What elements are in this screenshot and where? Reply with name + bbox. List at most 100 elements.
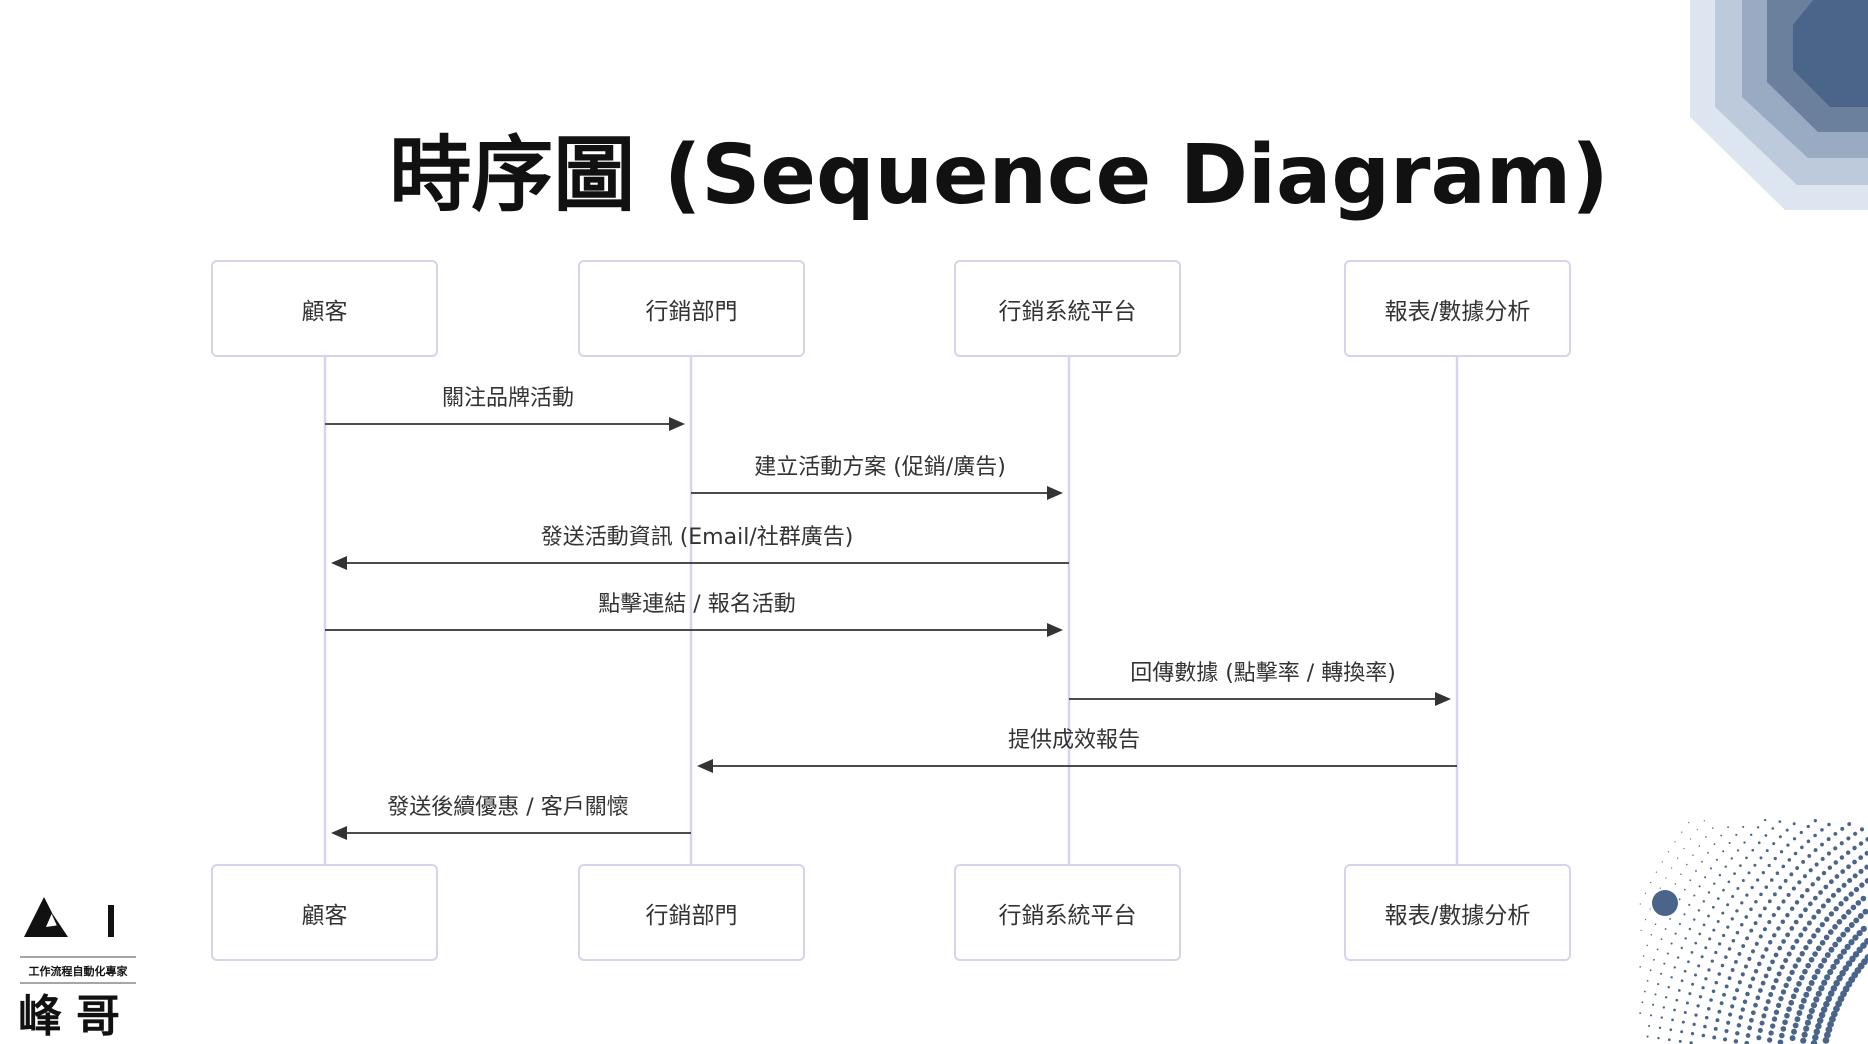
halftone-dot [1639, 1012, 1642, 1015]
halftone-dot [1816, 909, 1822, 915]
halftone-dot [1859, 882, 1865, 888]
halftone-dot [1688, 992, 1692, 996]
svg-text:工作流程自動化專家: 工作流程自動化專家 [29, 964, 129, 978]
halftone-dot [1814, 862, 1819, 867]
halftone-dot [1858, 855, 1864, 860]
halftone-dot [1726, 903, 1730, 907]
halftone-dot [1700, 955, 1704, 959]
halftone-dot [1711, 905, 1715, 909]
halftone-dot [1779, 1032, 1785, 1039]
halftone-dot [1815, 990, 1822, 997]
actor-box-bottom: 行銷系統平台 [954, 864, 1181, 961]
halftone-dot [1754, 899, 1758, 904]
halftone-dot [1813, 819, 1817, 823]
halftone-dot [1721, 911, 1725, 915]
halftone-dot [1846, 836, 1851, 841]
halftone-dot [1805, 887, 1810, 893]
halftone-dot [1803, 907, 1808, 913]
halftone-dot [1864, 954, 1868, 961]
halftone-dot [1673, 908, 1676, 910]
halftone-dot [1828, 946, 1835, 953]
halftone-dot [1824, 952, 1831, 958]
halftone-dot [1783, 982, 1789, 989]
halftone-dot [1751, 848, 1755, 852]
halftone-dot [1816, 1017, 1824, 1024]
halftone-dot [1664, 903, 1666, 905]
halftone-dot [1644, 918, 1647, 921]
halftone-dot [1788, 999, 1795, 1006]
actor-box-bottom: 顧客 [211, 864, 438, 961]
halftone-dot [1853, 886, 1860, 893]
halftone-dot [1820, 856, 1825, 861]
halftone-dot [1800, 997, 1807, 1004]
arrowhead [1047, 623, 1063, 637]
halftone-dot [1747, 984, 1753, 989]
halftone-dot [1757, 841, 1761, 845]
halftone-dot [1669, 918, 1671, 920]
halftone-dot [1804, 1019, 1812, 1026]
halftone-dot [1667, 986, 1670, 989]
halftone-dot [1791, 886, 1796, 891]
halftone-dot [1735, 909, 1739, 913]
halftone-dot [1703, 1024, 1707, 1029]
halftone-dot [1858, 868, 1864, 874]
halftone-dot [1740, 972, 1745, 977]
halftone-dot [1836, 974, 1843, 982]
page-title: 時序圖 (Sequence Diagram) [389, 128, 1609, 223]
halftone-dot [1770, 1023, 1776, 1029]
halftone-dot [1745, 991, 1750, 997]
halftone-dot [1727, 1012, 1733, 1017]
halftone-dot [1823, 1031, 1831, 1039]
halftone-dot [1722, 1037, 1728, 1042]
halftone-dot [1778, 835, 1782, 839]
halftone-dot [1717, 1009, 1722, 1014]
halftone-dot [1764, 834, 1768, 837]
halftone-dots [1639, 818, 1868, 1044]
halftone-dot [1838, 901, 1844, 907]
halftone-dot [1741, 879, 1745, 883]
halftone-dot [1673, 1008, 1676, 1012]
halftone-dot [1786, 843, 1790, 847]
halftone-dot [1758, 988, 1763, 993]
halftone-dot [1680, 946, 1683, 950]
halftone-dot [1836, 887, 1842, 893]
halftone-dot [1845, 960, 1853, 967]
halftone-dot [1733, 1039, 1739, 1044]
halftone-dot [1794, 900, 1800, 905]
halftone-dot [1750, 833, 1753, 837]
halftone-dot [1763, 973, 1769, 979]
halftone-dot [1794, 1016, 1801, 1023]
halftone-dot [1808, 956, 1815, 963]
halftone-dot [1773, 856, 1777, 861]
halftone-dot [1686, 863, 1688, 866]
halftone-dot [1742, 999, 1748, 1004]
message-label: 回傳數據 (點擊率 / 轉換率) [1130, 661, 1396, 686]
halftone-dot [1749, 907, 1753, 912]
halftone-dot [1787, 858, 1792, 862]
halftone-dot [1720, 834, 1723, 837]
halftone-dot [1660, 938, 1663, 941]
halftone-dot [1815, 1022, 1822, 1030]
halftone-dot [1740, 1007, 1745, 1012]
halftone-dot [1786, 1006, 1792, 1013]
halftone-dot [1681, 831, 1683, 833]
halftone-dot [1825, 1026, 1833, 1034]
halftone-dot [1660, 972, 1663, 975]
halftone-dot [1730, 917, 1734, 921]
halftone-dot [1698, 885, 1701, 888]
halftone-dot [1687, 960, 1690, 964]
halftone-dot [1801, 1031, 1808, 1038]
halftone-dot [1778, 885, 1783, 890]
halftone-dot [1802, 874, 1808, 879]
halftone-dot [1770, 985, 1776, 991]
halftone-dot [1728, 841, 1731, 845]
halftone-dot [1827, 1020, 1834, 1028]
halftone-dot [1688, 903, 1691, 906]
halftone-dot [1808, 868, 1813, 873]
halftone-dot [1750, 885, 1754, 890]
halftone-dot [1803, 1025, 1810, 1032]
halftone-dot [1803, 991, 1810, 998]
halftone-dot [1681, 1020, 1685, 1024]
halftone-dot [1783, 878, 1788, 883]
halftone-dot [1721, 933, 1726, 938]
